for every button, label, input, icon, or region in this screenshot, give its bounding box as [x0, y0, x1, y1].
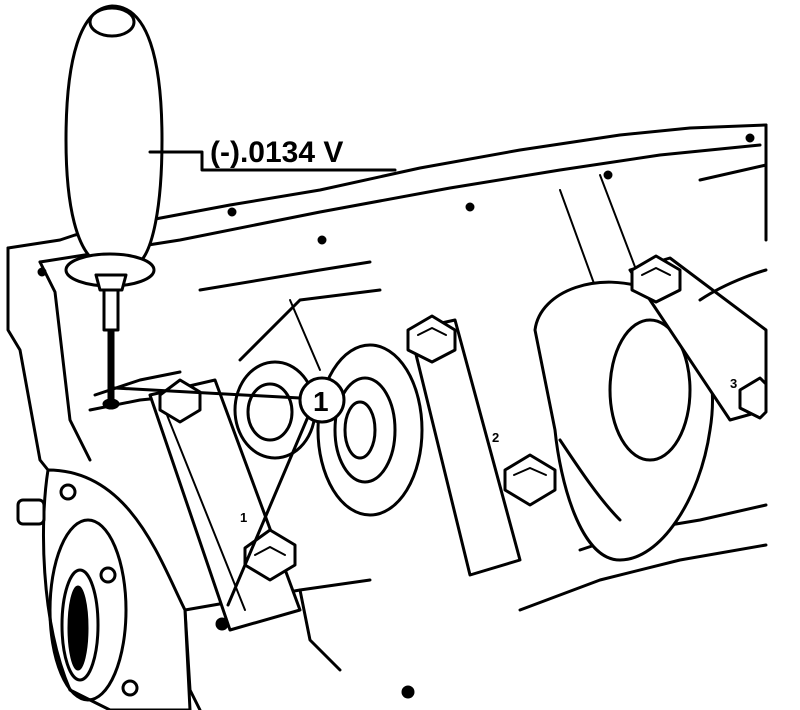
- screwdriver-tool: [64, 4, 164, 410]
- bearing-cap-1: 1: [148, 378, 302, 632]
- bearing-cap-2: 2: [406, 314, 557, 577]
- bearing-number-2: 2: [492, 430, 499, 445]
- crank-counterweight: [533, 280, 714, 562]
- crank-journal-front: [233, 343, 424, 517]
- callout-1: 1: [113, 376, 346, 607]
- bearing-cap-3: 3: [628, 254, 768, 422]
- front-flange: [16, 468, 192, 710]
- callout-1-label: 1: [313, 386, 329, 417]
- tool-label-group: (-).0134 V: [148, 136, 397, 172]
- tool-part-number: (-).0134 V: [210, 136, 343, 169]
- bearing-number-3: 3: [730, 376, 737, 391]
- bearing-number-1: 1: [240, 510, 247, 525]
